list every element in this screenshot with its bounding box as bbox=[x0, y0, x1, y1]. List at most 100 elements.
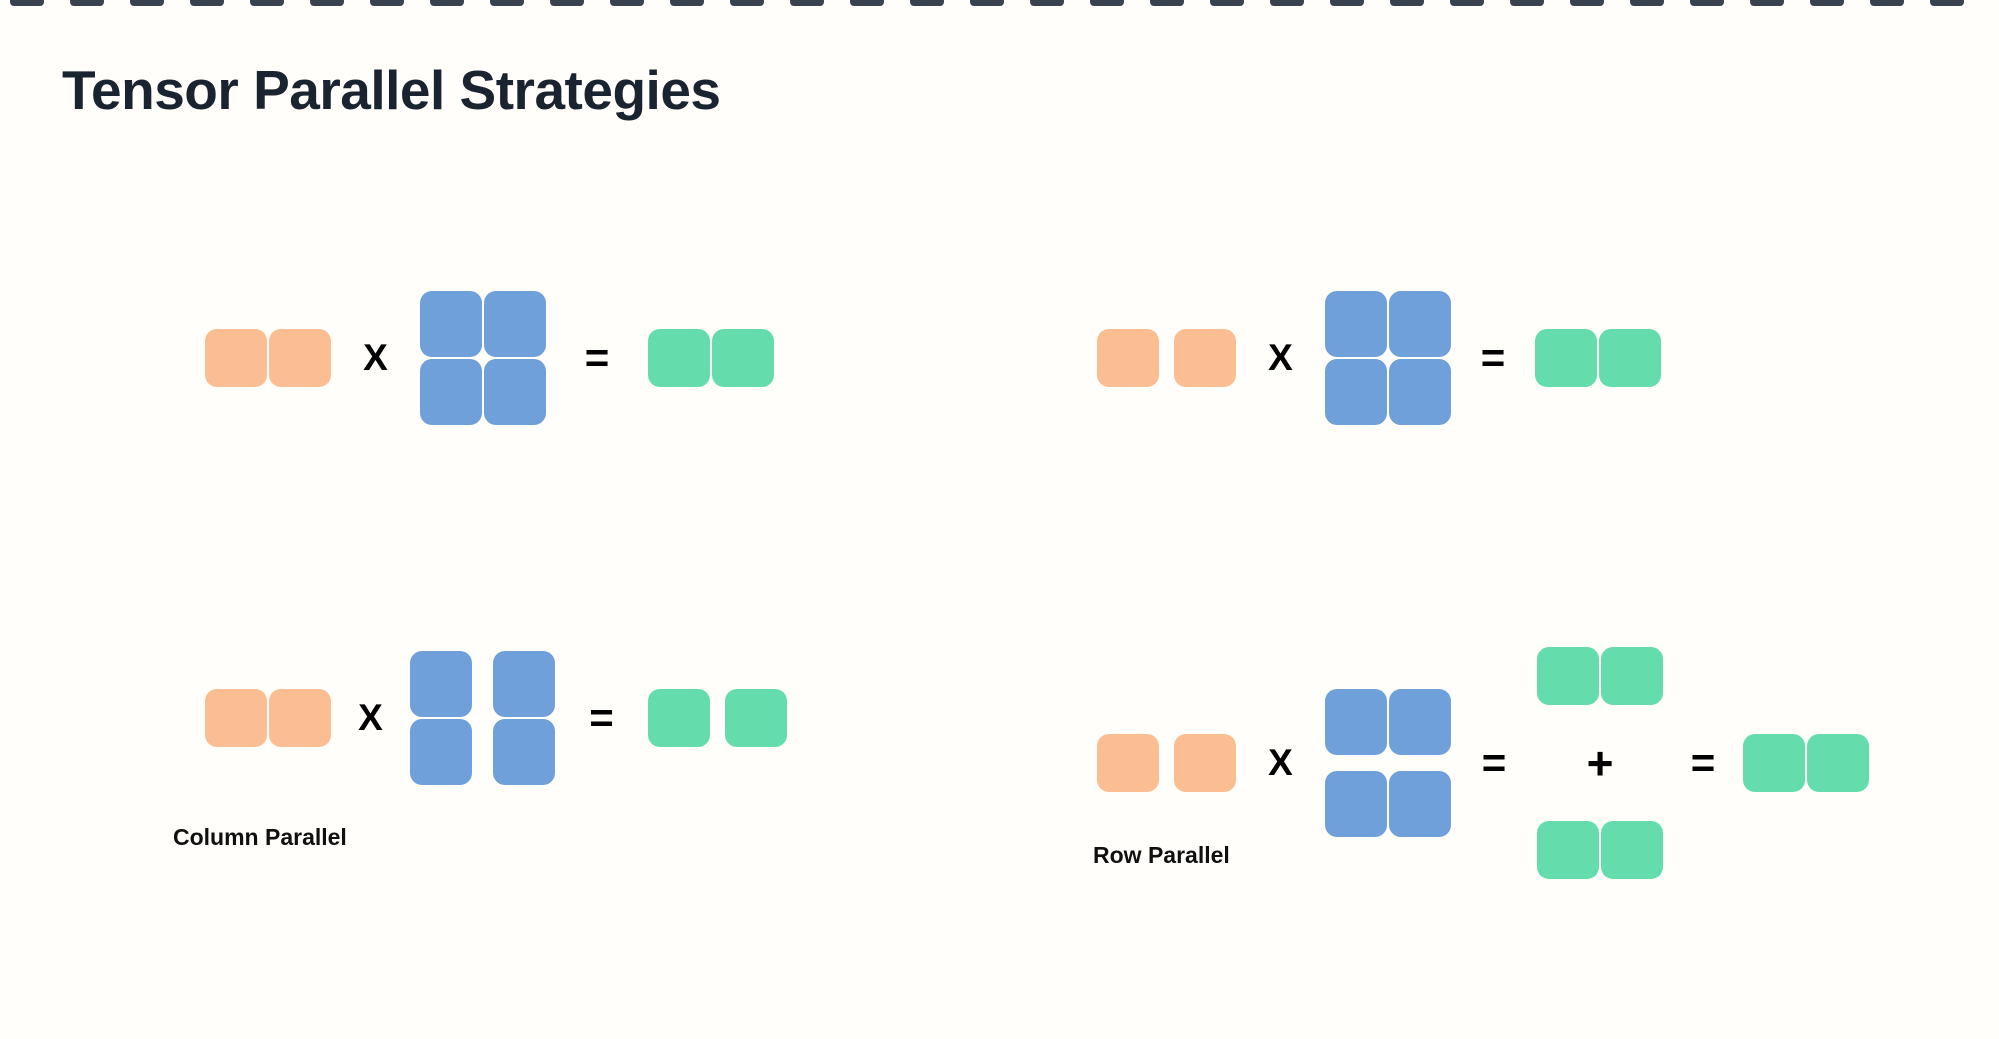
strip-square bbox=[1870, 0, 1904, 6]
strip-square bbox=[670, 0, 704, 6]
strip-square bbox=[1150, 0, 1184, 6]
weight-column-shard bbox=[493, 651, 555, 785]
output-shard-square bbox=[712, 329, 774, 387]
input-shard-square bbox=[269, 689, 331, 747]
weight-shard-square bbox=[410, 719, 472, 785]
equals-operator: = bbox=[1480, 334, 1506, 381]
output-shard-square bbox=[1599, 329, 1661, 387]
multiply-operator: X bbox=[1268, 742, 1293, 783]
strip-square bbox=[1090, 0, 1124, 6]
diagram-column-parallel: X = bbox=[205, 651, 787, 785]
top-decorative-strip bbox=[10, 0, 1999, 6]
strip-square bbox=[1210, 0, 1244, 6]
weight-shard-square bbox=[420, 291, 482, 357]
strip-square bbox=[1390, 0, 1424, 6]
strip-square bbox=[1930, 0, 1964, 6]
weight-shard-square bbox=[493, 719, 555, 785]
multiply-operator: X bbox=[1268, 337, 1293, 378]
strip-square bbox=[130, 0, 164, 6]
strip-square bbox=[430, 0, 464, 6]
input-vector bbox=[205, 689, 331, 747]
weight-matrix-row-split bbox=[1325, 689, 1451, 837]
strip-square bbox=[970, 0, 1004, 6]
strip-square bbox=[190, 0, 224, 6]
input-vector bbox=[1097, 329, 1236, 387]
row-parallel-label: Row Parallel bbox=[1093, 842, 1230, 868]
input-vector bbox=[1097, 734, 1236, 792]
multiply-operator: X bbox=[358, 697, 383, 738]
weight-shard-square bbox=[410, 651, 472, 717]
output-vector bbox=[648, 689, 787, 747]
strip-square bbox=[1030, 0, 1064, 6]
weight-matrix bbox=[420, 291, 546, 425]
strip-square bbox=[1510, 0, 1544, 6]
strip-square bbox=[1270, 0, 1304, 6]
strip-square bbox=[370, 0, 404, 6]
input-vector bbox=[205, 329, 331, 387]
output-shard-square bbox=[1601, 647, 1663, 705]
input-shard-square bbox=[205, 689, 267, 747]
weight-shard-square bbox=[484, 291, 546, 357]
input-shard-square bbox=[205, 329, 267, 387]
weight-row-shard bbox=[1325, 771, 1451, 837]
input-shard-square bbox=[269, 329, 331, 387]
output-shard-square bbox=[648, 689, 710, 747]
strip-square bbox=[1570, 0, 1604, 6]
strip-square bbox=[490, 0, 524, 6]
input-shard-square bbox=[1174, 329, 1236, 387]
equals-operator: = bbox=[584, 334, 610, 381]
weight-shard-square bbox=[1325, 689, 1387, 755]
weight-shard-square bbox=[1389, 771, 1451, 837]
diagram-top-left: X = bbox=[205, 291, 774, 425]
strip-square bbox=[1750, 0, 1784, 6]
input-shard-square bbox=[1097, 329, 1159, 387]
diagram-top-right: X = bbox=[1097, 291, 1661, 425]
strip-square bbox=[1690, 0, 1724, 6]
strip-square bbox=[1810, 0, 1844, 6]
strip-square bbox=[1630, 0, 1664, 6]
strip-square bbox=[730, 0, 764, 6]
output-vector bbox=[648, 329, 774, 387]
output-shard-square bbox=[1601, 821, 1663, 879]
input-shard-square bbox=[1097, 734, 1159, 792]
strip-square bbox=[310, 0, 344, 6]
strip-square bbox=[250, 0, 284, 6]
equals-operator: = bbox=[1690, 739, 1716, 786]
weight-shard-square bbox=[1325, 359, 1387, 425]
output-shard-square bbox=[1743, 734, 1805, 792]
partial-output-vector bbox=[1537, 821, 1663, 879]
input-shard-square bbox=[1174, 734, 1236, 792]
partial-sum-group: + bbox=[1537, 647, 1663, 879]
page-title: Tensor Parallel Strategies bbox=[62, 59, 721, 121]
weight-shard-square bbox=[420, 359, 482, 425]
weight-shard-square bbox=[484, 359, 546, 425]
output-vector bbox=[1535, 329, 1661, 387]
strip-square bbox=[1330, 0, 1364, 6]
strip-square bbox=[790, 0, 824, 6]
weight-shard-square bbox=[493, 651, 555, 717]
diagram-row-parallel: X = + = bbox=[1097, 647, 1869, 879]
strip-square bbox=[610, 0, 644, 6]
equals-operator: = bbox=[1481, 739, 1507, 786]
strip-square bbox=[1450, 0, 1484, 6]
output-shard-square bbox=[1535, 329, 1597, 387]
output-shard-square bbox=[725, 689, 787, 747]
strip-square bbox=[910, 0, 944, 6]
weight-matrix bbox=[1325, 291, 1451, 425]
partial-output-vector bbox=[1537, 647, 1663, 705]
weight-row-shard bbox=[1325, 689, 1451, 755]
strip-square bbox=[10, 0, 44, 6]
plus-operator: + bbox=[1586, 737, 1614, 789]
weight-shard-square bbox=[1325, 291, 1387, 357]
column-parallel-label: Column Parallel bbox=[173, 824, 347, 850]
weight-matrix-column-split bbox=[410, 651, 555, 785]
output-vector bbox=[1743, 734, 1869, 792]
output-shard-square bbox=[1807, 734, 1869, 792]
output-shard-square bbox=[648, 329, 710, 387]
strip-square bbox=[550, 0, 584, 6]
output-shard-square bbox=[1537, 821, 1599, 879]
equals-operator: = bbox=[589, 694, 614, 741]
weight-shard-square bbox=[1389, 359, 1451, 425]
weight-shard-square bbox=[1389, 291, 1451, 357]
